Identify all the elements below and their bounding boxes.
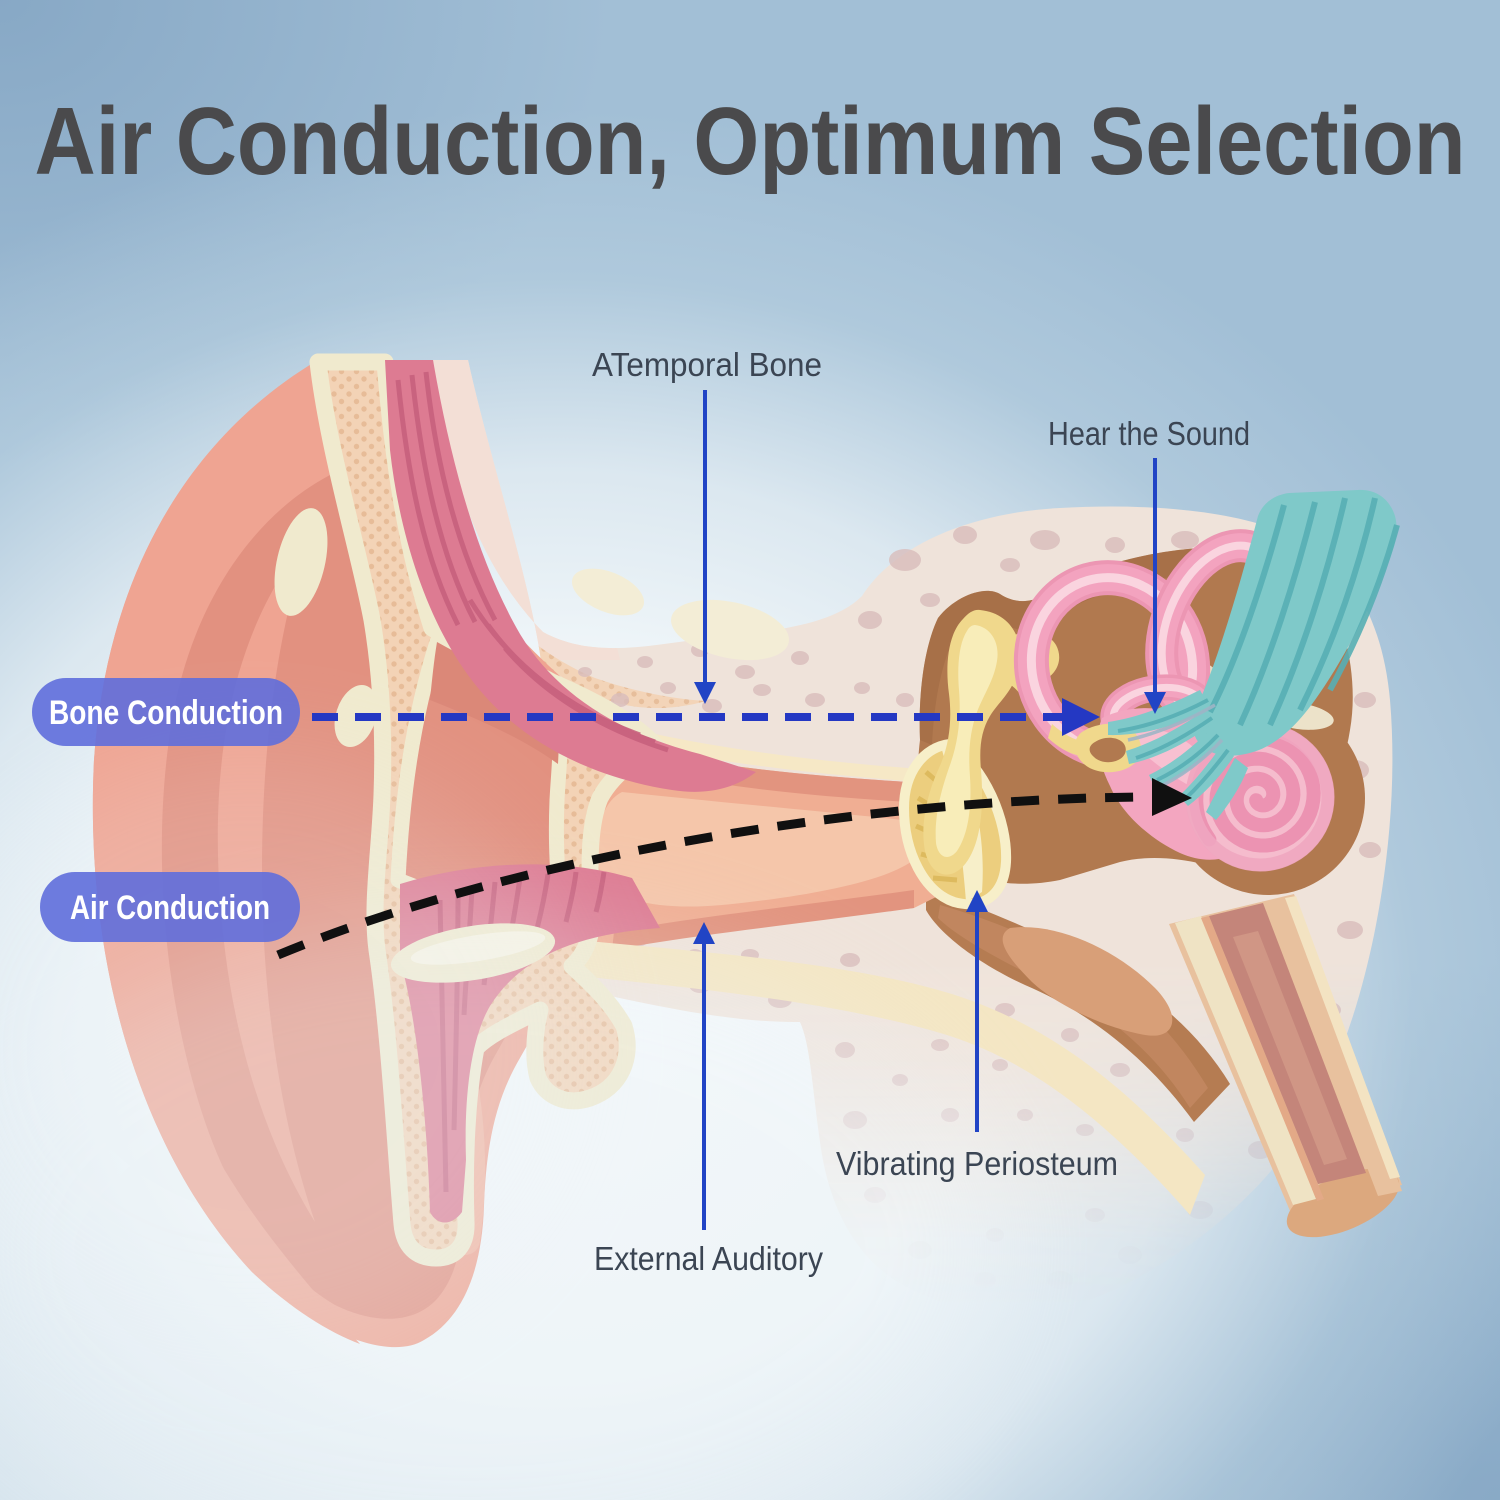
svg-text:External Auditory: External Auditory — [594, 1240, 823, 1277]
svg-text:Air Conduction, Optimum Select: Air Conduction, Optimum Selection — [35, 88, 1466, 195]
svg-text:ATemporal Bone: ATemporal Bone — [592, 346, 822, 383]
svg-text:Air Conduction: Air Conduction — [70, 889, 270, 927]
svg-text:Vibrating Periosteum: Vibrating Periosteum — [836, 1145, 1118, 1182]
svg-text:Bone Conduction: Bone Conduction — [49, 694, 283, 732]
svg-text:Hear the Sound: Hear the Sound — [1048, 415, 1250, 452]
